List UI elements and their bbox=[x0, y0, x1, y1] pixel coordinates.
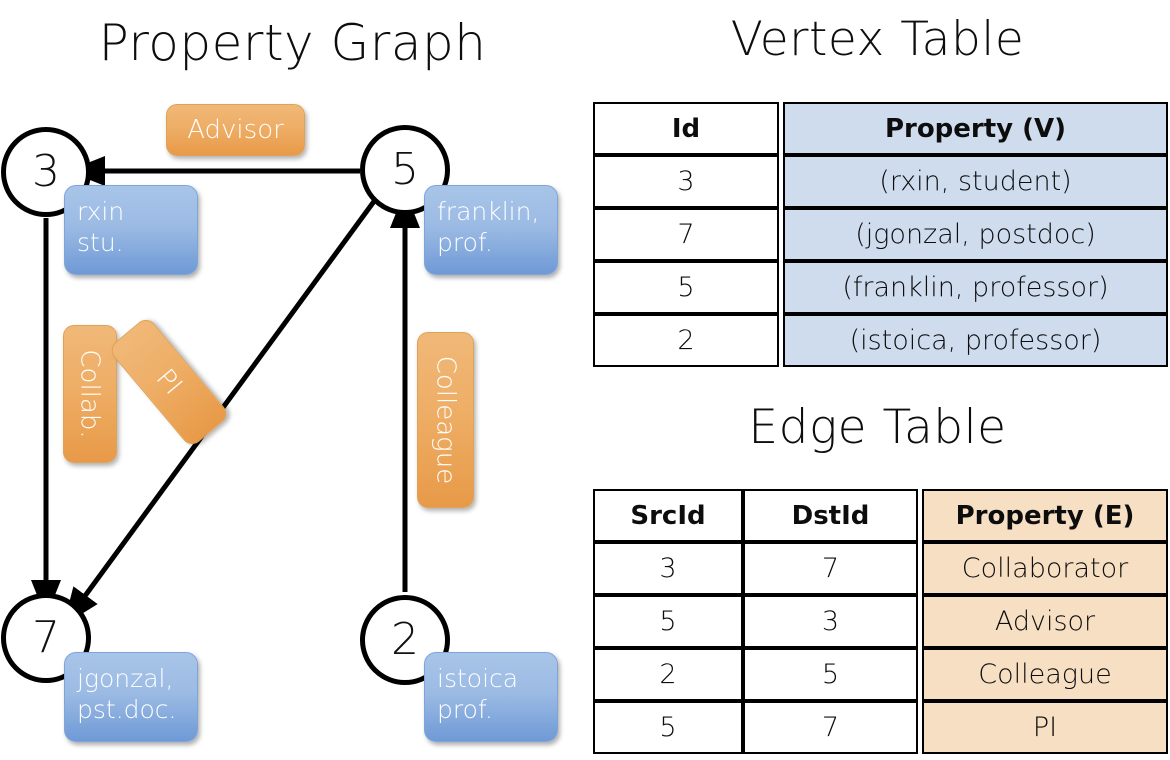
table-header-row: SrcId DstId Property (E) bbox=[593, 489, 1168, 542]
edge-5-to-7 bbox=[63, 198, 378, 626]
cell-property: (rxin, student) bbox=[783, 155, 1168, 208]
cell-id: 5 bbox=[593, 261, 779, 314]
vertex-property-line1: jgonzal, bbox=[77, 664, 174, 693]
cell-dstid: 7 bbox=[743, 542, 918, 595]
table-row: 5 3 Advisor bbox=[593, 595, 1168, 648]
edge-label-text: Collab. bbox=[75, 349, 105, 439]
vertex-property-box-3: rxin stu. bbox=[64, 185, 198, 275]
edge-label-text: PI bbox=[149, 363, 188, 401]
cell-property: (istoica, professor) bbox=[783, 314, 1168, 367]
edge-label-text: Colleague bbox=[430, 355, 461, 485]
graph-node-5[interactable]: 5 bbox=[360, 125, 450, 215]
table-row: 2 5 Colleague bbox=[593, 648, 1168, 701]
graph-node-2[interactable]: 2 bbox=[360, 595, 450, 685]
table-row: 3 (rxin, student) bbox=[593, 155, 1168, 208]
column-header-srcid: SrcId bbox=[593, 489, 743, 542]
cell-property: PI bbox=[922, 701, 1168, 754]
page-title-edge-table: Edge Table bbox=[748, 400, 1007, 455]
edge-label-collab: Collab. bbox=[63, 325, 117, 463]
edge-label-colleague: Colleague bbox=[417, 332, 474, 508]
cell-dstid: 3 bbox=[743, 595, 918, 648]
vertex-property-box-2: istoica prof. bbox=[424, 652, 558, 742]
edge-label-advisor: Advisor bbox=[166, 104, 305, 156]
cell-srcid: 3 bbox=[593, 542, 743, 595]
vertex-property-line2: prof. bbox=[437, 227, 493, 257]
vertex-property-line1: rxin bbox=[77, 197, 125, 226]
column-header-dstid: DstId bbox=[743, 489, 918, 542]
table-row: 2 (istoica, professor) bbox=[593, 314, 1168, 367]
column-header-id: Id bbox=[593, 102, 779, 155]
property-graph-diagram: 3 5 7 2 rxin stu. franklin, prof. jgonza… bbox=[1, 104, 558, 742]
cell-property: (franklin, professor) bbox=[783, 261, 1168, 314]
vertex-property-line2: stu. bbox=[77, 227, 124, 257]
vertex-property-line1: istoica bbox=[437, 664, 519, 693]
cell-property: (jgonzal, postdoc) bbox=[783, 208, 1168, 261]
cell-id: 3 bbox=[593, 155, 779, 208]
page-title-vertex-table: Vertex Table bbox=[730, 12, 1025, 67]
cell-id: 2 bbox=[593, 314, 779, 367]
vertex-table: Id Property (V) 3 (rxin, student) 7 (jgo… bbox=[593, 102, 1168, 367]
cell-srcid: 5 bbox=[593, 595, 743, 648]
table-row: 3 7 Collaborator bbox=[593, 542, 1168, 595]
page-title-property-graph: Property Graph bbox=[98, 14, 487, 72]
edge-label-text: Advisor bbox=[187, 115, 284, 145]
vertex-property-line2: prof. bbox=[437, 694, 493, 724]
column-header-property-v: Property (V) bbox=[783, 102, 1168, 155]
cell-srcid: 2 bbox=[593, 648, 743, 701]
cell-property: Advisor bbox=[922, 595, 1168, 648]
table-row: 5 (franklin, professor) bbox=[593, 261, 1168, 314]
vertex-property-line2: pst.doc. bbox=[77, 694, 177, 724]
graph-edges-svg bbox=[31, 156, 420, 626]
vertex-property-line1: franklin, bbox=[437, 197, 540, 226]
cell-id: 7 bbox=[593, 208, 779, 261]
column-header-property-e: Property (E) bbox=[922, 489, 1168, 542]
cell-property: Colleague bbox=[922, 648, 1168, 701]
cell-dstid: 7 bbox=[743, 701, 918, 754]
table-row: 7 (jgonzal, postdoc) bbox=[593, 208, 1168, 261]
edge-table: SrcId DstId Property (E) 3 7 Collaborato… bbox=[593, 489, 1168, 754]
cell-dstid: 5 bbox=[743, 648, 918, 701]
cell-property: Collaborator bbox=[922, 542, 1168, 595]
table-row: 5 7 PI bbox=[593, 701, 1168, 754]
vertex-property-box-5: franklin, prof. bbox=[424, 185, 558, 275]
cell-srcid: 5 bbox=[593, 701, 743, 754]
table-header-row: Id Property (V) bbox=[593, 102, 1168, 155]
vertex-property-box-7: jgonzal, pst.doc. bbox=[64, 652, 198, 742]
